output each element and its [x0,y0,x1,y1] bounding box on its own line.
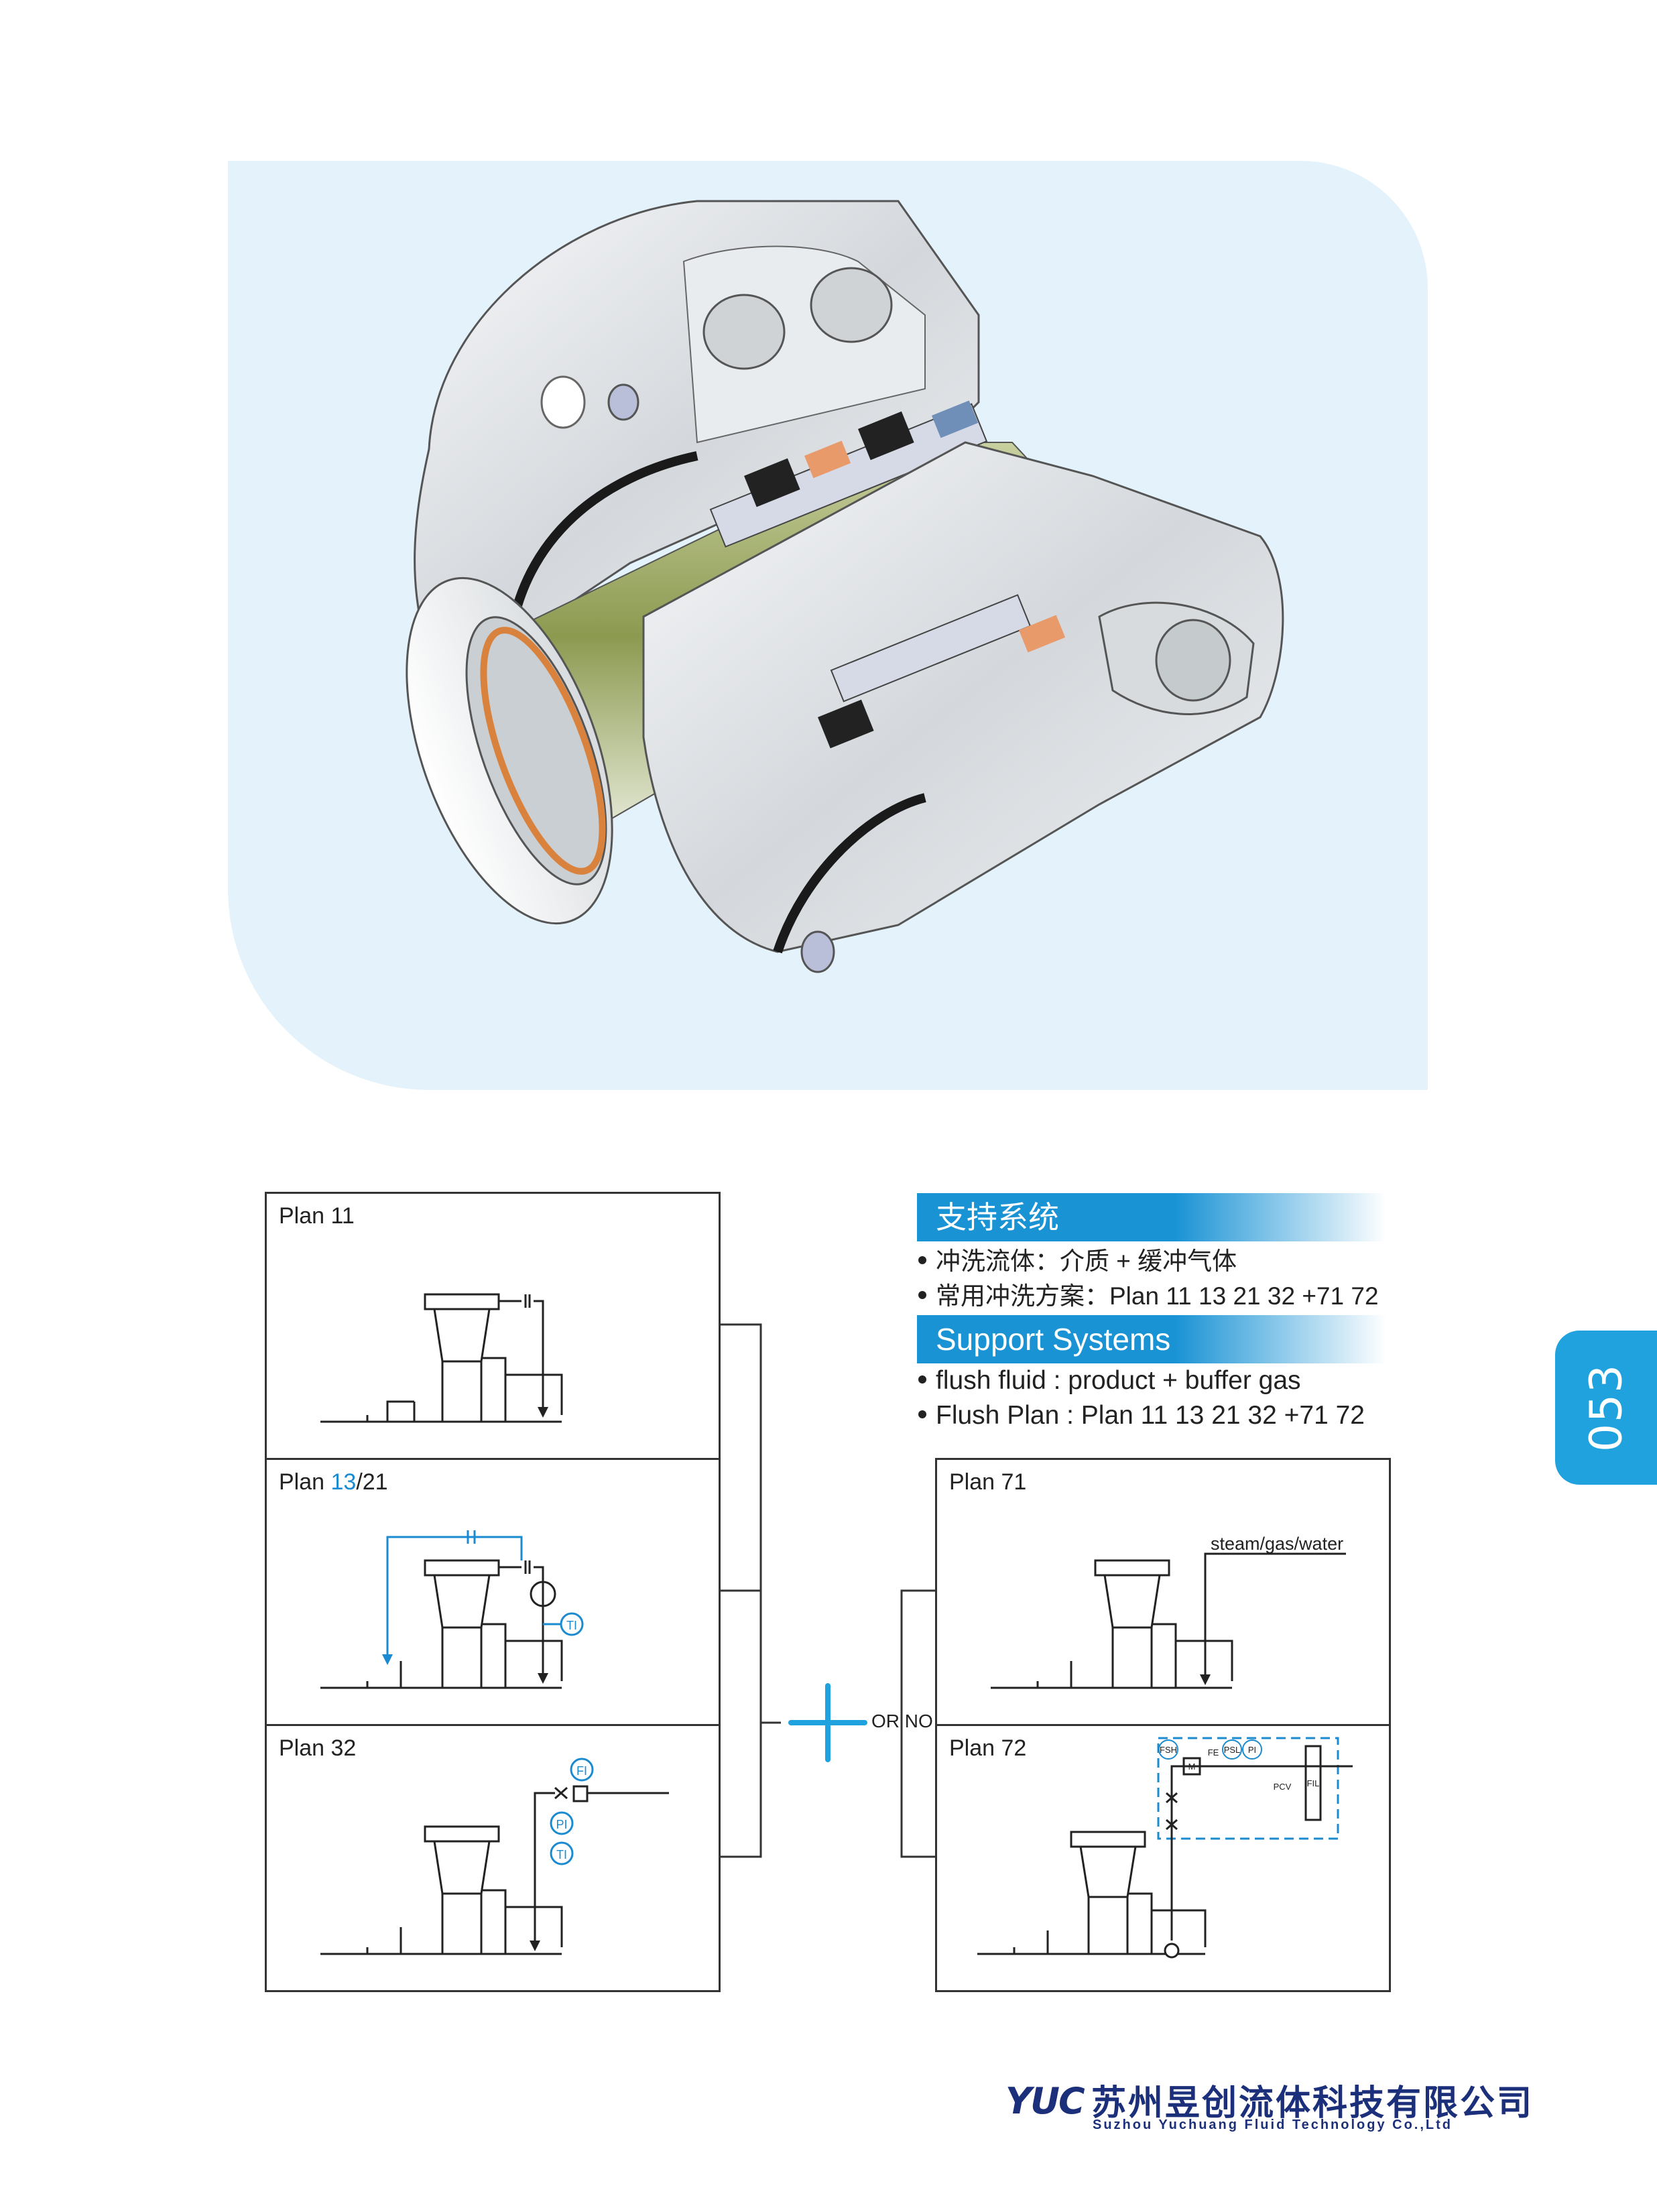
plan-72-panel: Plan 72 FSH M FE PSL PI PCV F [935,1724,1391,1992]
page-number-tab: 053 [1555,1331,1657,1485]
support-cn-banner: 支持系统 [917,1193,1386,1241]
plan-72-diagram: FSH M FE PSL PI PCV FIL [977,1737,1353,1959]
company-name-cn: 苏州昱创流体科技有限公司 [1091,2084,1534,2123]
pi-tag-72: PI [1248,1745,1256,1755]
seal-cutaway-illustration [228,161,1428,1090]
plan-11-label: Plan 11 [279,1203,355,1229]
fi-tag: FI [576,1764,587,1778]
logo-mark: YUC [1005,2080,1085,2122]
plan-71-diagram [991,1552,1346,1689]
psl-tag: PSL [1224,1745,1241,1755]
plan-11-diagram [320,1293,563,1423]
plan-13-21-label: Plan 13/21 [279,1469,388,1495]
plan-32-label: Plan 32 [279,1735,357,1761]
plan-13-21-panel: Plan 13/21 TI [265,1458,721,1726]
company-name-en: Suzhou Yuchuang Fluid Technology Co.,Ltd [1093,2117,1453,2132]
pcv-tag: PCV [1274,1782,1292,1792]
support-cn-list: 冲洗流体：介质 + 缓冲气体 常用冲洗方案：Plan 11 13 21 32 +… [918,1244,1379,1314]
support-en-bullet: flush fluid : product + buffer gas [918,1363,1365,1398]
page-number: 053 [1580,1363,1632,1452]
fsh-tag: FSH [1160,1745,1177,1755]
support-en-title: Support Systems [936,1322,1171,1357]
support-cn-bullet: 冲洗流体：介质 + 缓冲气体 [918,1244,1379,1279]
pi-tag: PI [556,1818,567,1831]
support-en-banner: Support Systems [917,1315,1386,1363]
m-tag: M [1188,1762,1196,1772]
plan-13-21-diagram: TI [320,1530,584,1689]
plan-71-annotation: steam/gas/water [1211,1534,1344,1554]
support-en-bullet: Flush Plan : Plan 11 13 21 32 +71 72 [918,1398,1365,1433]
fe-tag: FE [1208,1747,1219,1758]
fil-tag: FIL [1307,1778,1320,1788]
support-en-list: flush fluid : product + buffer gas Flush… [918,1363,1365,1433]
ti-tag: TI [566,1619,577,1632]
support-cn-bullet: 常用冲洗方案：Plan 11 13 21 32 +71 72 [918,1279,1379,1314]
plan-72-label: Plan 72 [949,1735,1027,1761]
plan-11-panel: Plan 11 [265,1192,721,1460]
or-no-label: OR NO [871,1711,933,1731]
plan-71-label: Plan 71 [949,1469,1027,1495]
plan-32-panel: Plan 32 FI PI TI [265,1724,721,1992]
plan-32-diagram: FI PI TI [320,1758,669,1955]
ti-tag-32: TI [556,1848,567,1861]
support-cn-title: 支持系统 [936,1200,1059,1235]
plan-71-panel: Plan 71 steam/gas/water [935,1458,1391,1726]
